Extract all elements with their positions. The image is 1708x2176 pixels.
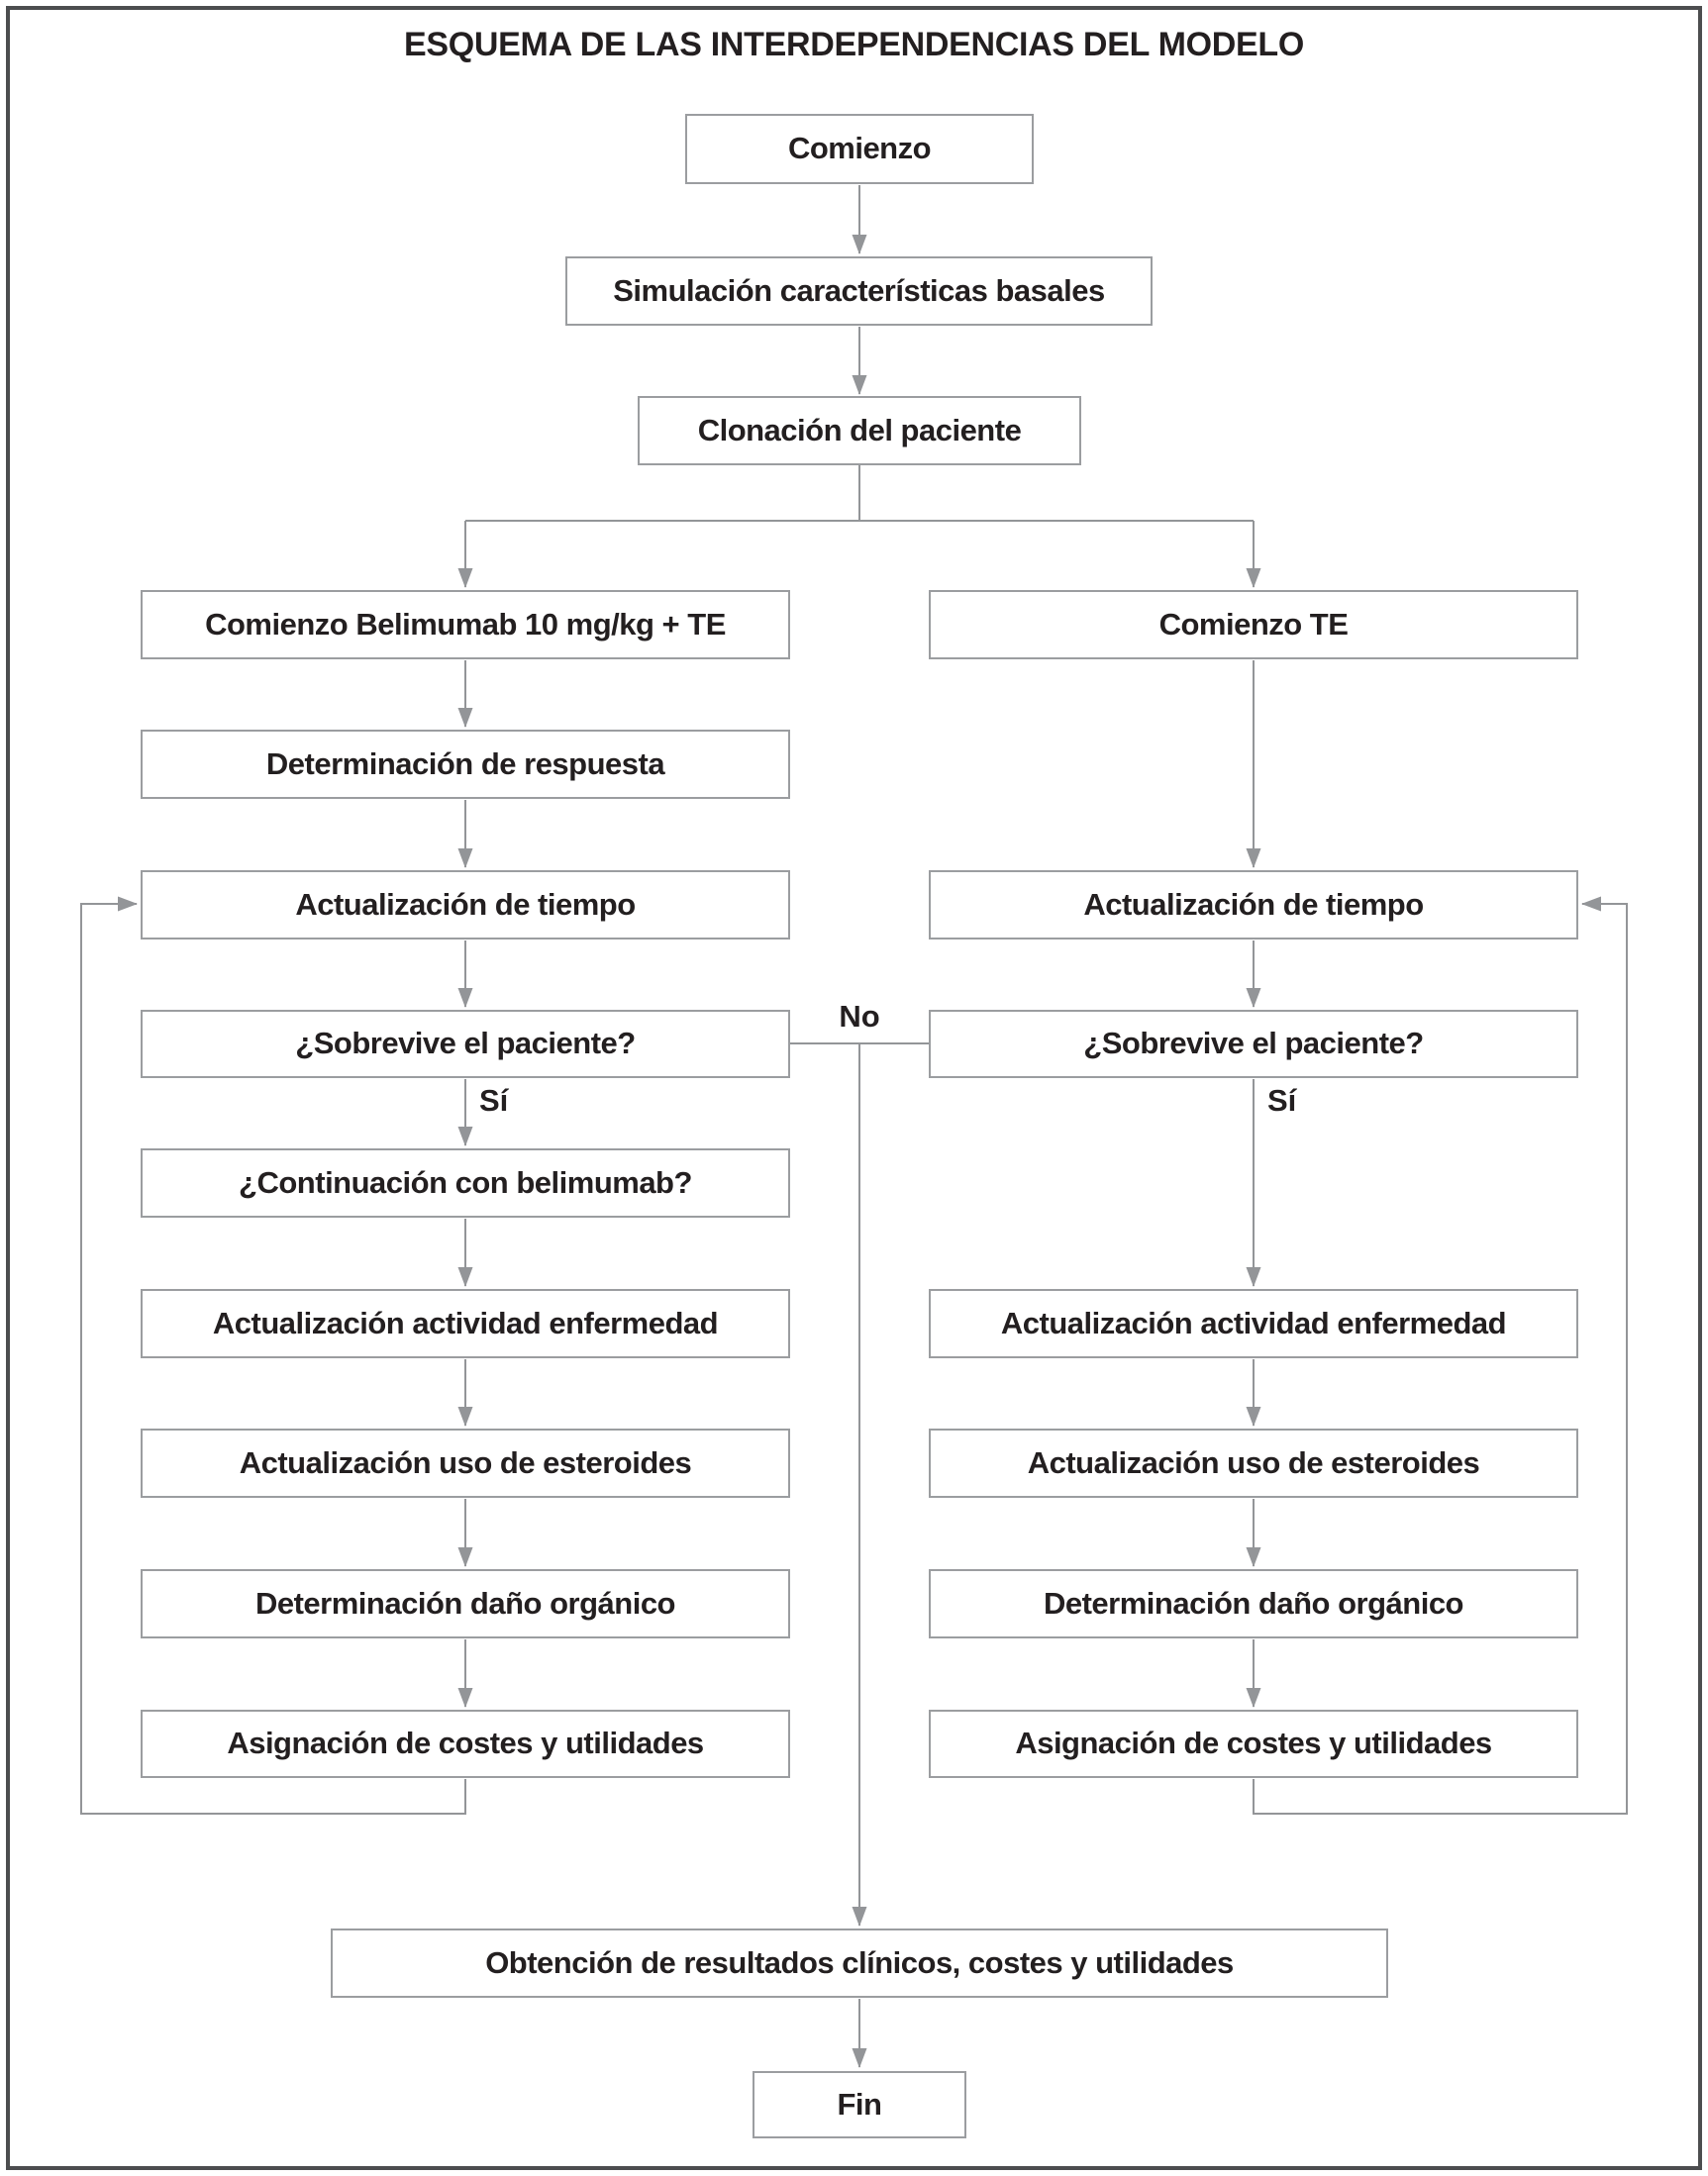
edge-loop-izq bbox=[80, 896, 466, 1815]
node-fin: Fin bbox=[753, 2071, 966, 2138]
edge-label-no: No bbox=[839, 999, 880, 1034]
node-clonacion-paciente: Clonación del paciente bbox=[638, 396, 1081, 465]
node-actualizacion-actividad-der: Actualización actividad enfermedad bbox=[929, 1289, 1578, 1358]
node-comienzo: Comienzo bbox=[685, 114, 1034, 184]
node-simulacion-caracteristicas: Simulación características basales bbox=[565, 256, 1153, 326]
edge-label-si-der: Sí bbox=[1267, 1083, 1297, 1118]
node-actualizacion-actividad-izq: Actualización actividad enfermedad bbox=[141, 1289, 790, 1358]
node-actualizacion-tiempo-der: Actualización de tiempo bbox=[929, 870, 1578, 940]
node-asignacion-costes-der: Asignación de costes y utilidades bbox=[929, 1710, 1578, 1778]
edge-loop-der bbox=[1253, 896, 1628, 1815]
node-continuacion-belimumab: ¿Continuación con belimumab? bbox=[141, 1148, 790, 1218]
node-sobrevive-paciente-izq: ¿Sobrevive el paciente? bbox=[141, 1010, 790, 1078]
node-sobrevive-paciente-der: ¿Sobrevive el paciente? bbox=[929, 1010, 1578, 1078]
node-comienzo-belimumab: Comienzo Belimumab 10 mg/kg + TE bbox=[141, 590, 790, 659]
node-actualizacion-esteroides-der: Actualización uso de esteroides bbox=[929, 1429, 1578, 1498]
node-actualizacion-esteroides-izq: Actualización uso de esteroides bbox=[141, 1429, 790, 1498]
node-actualizacion-tiempo-izq: Actualización de tiempo bbox=[141, 870, 790, 940]
node-determinacion-dano-izq: Determinación daño orgánico bbox=[141, 1569, 790, 1638]
node-asignacion-costes-izq: Asignación de costes y utilidades bbox=[141, 1710, 790, 1778]
edge-label-si-izq: Sí bbox=[479, 1083, 509, 1118]
node-obtencion-resultados: Obtención de resultados clínicos, costes… bbox=[331, 1929, 1388, 1998]
node-determinacion-dano-der: Determinación daño orgánico bbox=[929, 1569, 1578, 1638]
node-determinacion-respuesta: Determinación de respuesta bbox=[141, 730, 790, 799]
diagram-title: ESQUEMA DE LAS INTERDEPENDENCIAS DEL MOD… bbox=[404, 26, 1304, 63]
node-comienzo-te: Comienzo TE bbox=[929, 590, 1578, 659]
